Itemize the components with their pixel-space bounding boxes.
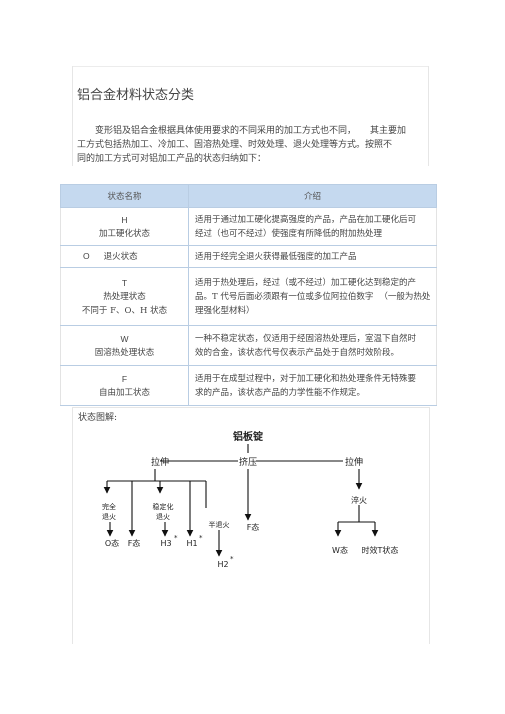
node-t-state: 时效T状态 xyxy=(362,545,399,555)
node-stretch-right: 拉伸 xyxy=(345,456,363,468)
section-frame-left xyxy=(72,66,73,166)
node-full-anneal: 退火 xyxy=(102,512,116,521)
diagram-connectors xyxy=(103,444,379,557)
node-h1-star: * xyxy=(199,534,203,542)
status-name-cell: W 固溶热处理状态 xyxy=(60,325,189,366)
status-desc-cell: 适用于在成型过程中，对于加工硬化和热处理条件无特殊要 求的产品，该状态产品的力学… xyxy=(188,365,437,406)
page-title: 铝合金材料状态分类 xyxy=(77,88,195,103)
status-desc-line: 理强化型材料） xyxy=(195,305,255,316)
intro-line-2: 工方式包括热加工、冷加工、固溶热处理、时效处理、退火处理等方式。按照不 xyxy=(77,140,393,150)
status-desc-part: 品。T 代号后面必须跟有一位或多位阿拉伯数字 xyxy=(195,291,374,302)
node-root: 铝板锭 xyxy=(233,430,263,443)
table-row: H 加工硬化状态 适用于通过加工硬化提高强度的产品，产品在加工硬化后可 经过（也… xyxy=(60,207,437,246)
node-w-state: W态 xyxy=(332,545,348,555)
status-name-cell: T 热处理状态 不同于 F、O、H 状态 xyxy=(60,267,189,326)
status-name: 退火状态 xyxy=(103,252,138,262)
status-desc-part: （一般为热处 xyxy=(379,291,431,302)
status-desc-cell: 适用于热处理后，经过（或不经过）加工硬化达到稳定的产 品。T 代号后面必须跟有一… xyxy=(188,267,437,326)
status-code: O xyxy=(83,251,90,261)
status-code: T xyxy=(121,277,128,288)
node-h2: H2 xyxy=(217,560,228,569)
table-row: F 自由加工状态 适用于在成型过程中，对于加工硬化和热处理条件无特殊要 求的产品… xyxy=(60,365,437,406)
node-stretch-left: 拉伸 xyxy=(151,456,169,468)
status-name: 固溶热处理状态 xyxy=(94,347,155,358)
node-h3: H3 xyxy=(160,539,171,548)
node-h2-star: * xyxy=(230,555,234,563)
status-desc-line: 适用于通过加工硬化提高强度的产品，产品在加工硬化后可 xyxy=(195,214,417,225)
diagram-frame xyxy=(72,407,430,644)
intro-line-3: 同的加工方式可对铝加工产品的状态归纳如下： xyxy=(77,154,267,164)
node-o-state: O态 xyxy=(105,538,119,548)
node-extrude: 挤压 xyxy=(239,456,257,468)
status-name: 热处理状态 xyxy=(103,291,146,302)
status-desc-line: 效的合金，该状态代号仅表示产品处于自然时效阶段。 xyxy=(195,347,400,358)
table-row: O 退火状态 适用于经完全退火获得最低强度的加工产品 xyxy=(60,245,437,268)
status-name-cell: F 自由加工状态 xyxy=(60,365,189,406)
node-full-anneal: 完全 xyxy=(102,502,116,511)
node-stabilize-anneal: 稳定化 xyxy=(153,502,174,511)
status-table: 状态名称 介绍 H 加工硬化状态 适用于通过加工硬化提高强度的产品，产品在加工硬… xyxy=(60,184,437,406)
status-name: 加工硬化状态 xyxy=(98,228,150,239)
intro-paragraph: 变形铝及铝合金根据具体使用要求的不同采用的加工方式也不同， 其主要加 工方式包括热… xyxy=(77,124,429,166)
intro-line-1b: 其主要加 xyxy=(370,126,407,136)
node-stabilize-anneal: 退火 xyxy=(156,512,170,521)
status-code: H xyxy=(121,214,128,225)
status-code: W xyxy=(120,333,129,344)
diagram-label: 状态图解: xyxy=(78,413,118,423)
section-frame-right xyxy=(428,66,429,166)
status-desc-line: 一种不稳定状态，仅适用于经固溶热处理后，室温下自然时 xyxy=(195,333,417,344)
status-desc-line: 经过（也可不经过）使强度有所降低的附加热处理 xyxy=(195,228,383,239)
status-name: 自由加工状态 xyxy=(98,387,150,398)
table-row: T 热处理状态 不同于 F、O、H 状态 适用于热处理后，经过（或不经过）加工硬… xyxy=(60,267,437,326)
header-status-name: 状态名称 xyxy=(60,184,189,208)
status-desc-line: 适用于在成型过程中，对于加工硬化和热处理条件无特殊要 xyxy=(195,373,417,384)
status-desc-line: 适用于经完全退火获得最低强度的加工产品 xyxy=(195,251,357,262)
status-desc-cell: 适用于通过加工硬化提高强度的产品，产品在加工硬化后可 经过（也可不经过）使强度有… xyxy=(188,207,437,246)
table-header-row: 状态名称 介绍 xyxy=(60,184,437,208)
status-name-note: 不同于 F、O、H 状态 xyxy=(81,305,168,316)
node-half-anneal: 半退火 xyxy=(209,520,230,529)
node-quench: 淬火 xyxy=(351,495,367,505)
status-code: F xyxy=(121,373,128,384)
node-f-state-left: F态 xyxy=(128,538,141,548)
intro-line-1: 变形铝及铝合金根据具体使用要求的不同采用的加工方式也不同， xyxy=(95,126,357,136)
status-desc-line: 适用于热处理后，经过（或不经过）加工硬化达到稳定的产 xyxy=(195,277,417,288)
status-desc-line: 求的产品，该状态产品的力学性能不作规定。 xyxy=(195,387,366,398)
status-desc-line: 品。T 代号后面必须跟有一位或多位阿拉伯数字 （一般为热处 xyxy=(195,290,432,304)
node-h1: H1 xyxy=(186,539,197,548)
node-f-state-mid: F态 xyxy=(247,522,260,532)
section-frame-top xyxy=(72,66,429,67)
node-h3-star: * xyxy=(174,534,178,542)
